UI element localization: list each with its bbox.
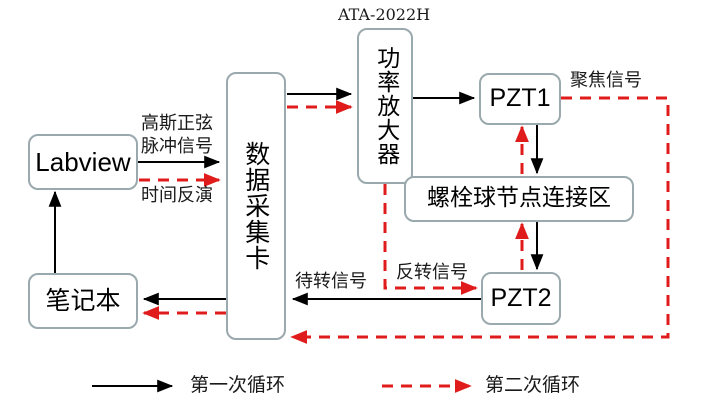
node-labview[interactable]: Labview <box>28 134 138 190</box>
second-cycle-edges <box>139 96 670 344</box>
node-laptop[interactable]: 笔记本 <box>28 273 138 329</box>
node-joint-region-label: 螺栓球节点连接区 <box>427 185 611 212</box>
node-laptop-label: 笔记本 <box>45 286 121 316</box>
node-amplifier-label: 功率放大器 <box>372 46 399 166</box>
first-cycle-edges <box>48 87 544 306</box>
amplifier-model-label: ATA-2022H <box>338 5 431 24</box>
edge-r-amplifier-to-pzt2 <box>383 184 478 295</box>
node-pzt1[interactable]: PZT1 <box>479 73 561 125</box>
node-amplifier[interactable]: 功率放大器 <box>357 28 413 184</box>
node-joint-region[interactable]: 螺栓球节点连接区 <box>404 176 634 222</box>
label-gaussian-pulse-line2: 脉冲信号 <box>141 136 213 157</box>
label-time-reversal: 时间反演 <box>141 185 213 206</box>
node-pzt1-label: PZT1 <box>489 84 551 113</box>
legend-item-first-cycle-label: 第一次循环 <box>190 374 286 396</box>
node-pzt2[interactable]: PZT2 <box>481 272 561 325</box>
node-labview-label: Labview <box>35 146 131 177</box>
label-focus-signal: 聚焦信号 <box>570 70 642 91</box>
node-daq-label: 数据采集卡 <box>241 141 271 271</box>
node-pzt2-label: PZT2 <box>490 283 552 312</box>
label-pending-signal: 待转信号 <box>295 271 367 292</box>
label-gaussian-pulse-line1: 高斯正弦 <box>141 113 213 134</box>
node-daq[interactable]: 数据采集卡 <box>226 72 286 340</box>
label-reversed-signal: 反转信号 <box>396 262 468 283</box>
legend-item-second-cycle-label: 第二次循环 <box>485 374 581 396</box>
edge-r-pzt1-to-daq <box>290 96 670 344</box>
